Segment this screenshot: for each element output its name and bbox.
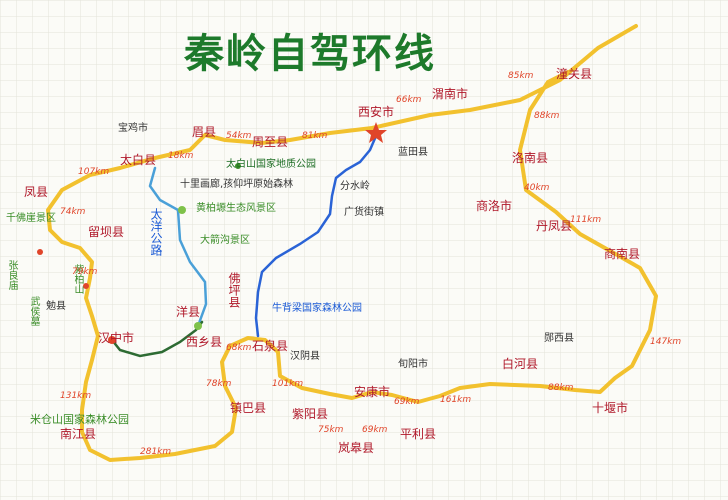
city-lantian: 蓝田县 xyxy=(398,147,428,158)
dist-shangnan-danfeng: 111km xyxy=(570,215,602,225)
city-ankang: 安康市 xyxy=(354,385,391,399)
taibaishan-marker xyxy=(235,163,241,169)
scenic-huangbaiyuan: 黄柏塬生态风景区 xyxy=(196,203,276,214)
scenic-daqianhu: 大箭沟景区 xyxy=(200,235,250,246)
city-shangnan: 商南县 xyxy=(604,247,641,261)
city-pingli: 平利县 xyxy=(400,427,437,441)
dist-weinan-xian: 66km xyxy=(396,95,422,105)
scenic-zibozhe: 紫柏山 xyxy=(72,264,83,294)
city-xunyang: 旬阳市 xyxy=(398,359,428,370)
city-hanzhong: 汉中市 xyxy=(98,331,135,345)
scenic-qianfoya: 千佛崖景区 xyxy=(6,213,56,224)
dist-zhouzhi-meixian: 54km xyxy=(226,131,252,141)
city-ziyang: 紫阳县 xyxy=(292,407,329,421)
city-weinan: 渭南市 xyxy=(432,87,469,101)
dist-meixian-taibai: 18km xyxy=(168,151,194,161)
scenic-dot-a xyxy=(37,249,43,255)
city-baoji: 宝鸡市 xyxy=(118,123,148,134)
taibai-road-line xyxy=(148,166,208,328)
scenic-zhangliangmiao: 张良庙 xyxy=(6,260,17,290)
dist-xixiang-shiquan: 68km xyxy=(226,343,252,353)
city-xian: 西安市 xyxy=(358,105,395,119)
city-fenshuiling: 分水岭 xyxy=(340,181,370,192)
scenic-micangshan: 米仓山国家森林公园 xyxy=(30,413,129,426)
city-tongguan: 潼关县 xyxy=(556,67,593,81)
dist-fengxian-liuba: 74km xyxy=(60,207,86,217)
city-yangxian: 洋县 xyxy=(176,305,201,319)
city-meixian: 眉县 xyxy=(192,125,217,139)
highway-route xyxy=(254,134,378,338)
loop-route xyxy=(46,24,658,462)
city-yunxi: 郧西县 xyxy=(544,333,574,344)
city-baihe: 白河县 xyxy=(502,357,539,371)
dist-taibai-fengxian: 107km xyxy=(78,167,110,177)
city-luonan: 洛南县 xyxy=(512,151,549,165)
xian-star-icon xyxy=(365,122,387,143)
city-shangluo: 商洛市 xyxy=(476,199,513,213)
dist-xian-zhouzhi: 81km xyxy=(302,131,328,141)
scenic-taibaishan: 太白山国家地质公园 xyxy=(226,159,316,170)
city-danfeng: 丹凤县 xyxy=(536,219,573,233)
scenic-dot-b xyxy=(83,283,89,289)
dist-langao-ankang: 69km xyxy=(362,425,388,435)
scenic-wuhou: 武侯墓 xyxy=(28,296,39,326)
city-zhenba: 镇巴县 xyxy=(230,401,267,415)
dist-hanzhong-nanjiang: 131km xyxy=(60,391,92,401)
dist-danfeng-luonan: 40km xyxy=(524,183,550,193)
dist-nanjiang-zhenba: 281km xyxy=(140,447,172,457)
city-nanjiang: 南江县 xyxy=(60,427,97,441)
city-foping: 佛坪县 xyxy=(227,272,241,308)
dist-ziyang-langao: 75km xyxy=(318,425,344,435)
dist-shiyan-shangnan: 147km xyxy=(650,337,682,347)
dist-shiquan-ziyang: 101km xyxy=(272,379,304,389)
scenic-heihe: 十里画廊,孩仰坪原始森林 xyxy=(180,179,294,190)
yangxian-marker xyxy=(194,322,202,330)
city-taibai: 太白县 xyxy=(120,153,157,167)
taibai-road-label: 太洋公路 xyxy=(149,208,163,256)
city-zhouzhi: 周至县 xyxy=(252,135,289,149)
dist-tongguan-weinan: 85km xyxy=(508,71,534,81)
city-fengxian: 凤县 xyxy=(24,185,49,199)
dist-ankang-pingli: 69km xyxy=(394,397,420,407)
city-xixiang: 西乡县 xyxy=(186,335,223,349)
city-guanghuojie: 广货街镇 xyxy=(344,207,384,218)
dist-zhenba-xixiang: 78km xyxy=(206,379,232,389)
map-title: 秦岭自驾环线 xyxy=(184,30,436,77)
city-mianxian: 勉县 xyxy=(46,301,66,312)
dist-pingli-baihe: 161km xyxy=(440,395,472,405)
city-langao: 岚皋县 xyxy=(338,441,375,455)
huangbaiyuan-marker xyxy=(178,206,186,214)
scenic-niubeiliang: 牛背梁国家森林公园 xyxy=(272,303,362,314)
dist-luonan-tongguan: 88km xyxy=(534,111,560,121)
city-shiquan: 石泉县 xyxy=(252,339,289,353)
hanzhong-marker xyxy=(108,336,116,344)
mountain-road-line xyxy=(110,320,204,358)
dist-baihe-shiyan: 88km xyxy=(548,383,574,393)
city-hanyin: 汉阴县 xyxy=(290,351,320,362)
dist-liuba-hanzhong: 79km xyxy=(72,267,98,277)
city-shiyan: 十堰市 xyxy=(592,401,629,415)
city-liuba: 留坝县 xyxy=(88,225,125,239)
